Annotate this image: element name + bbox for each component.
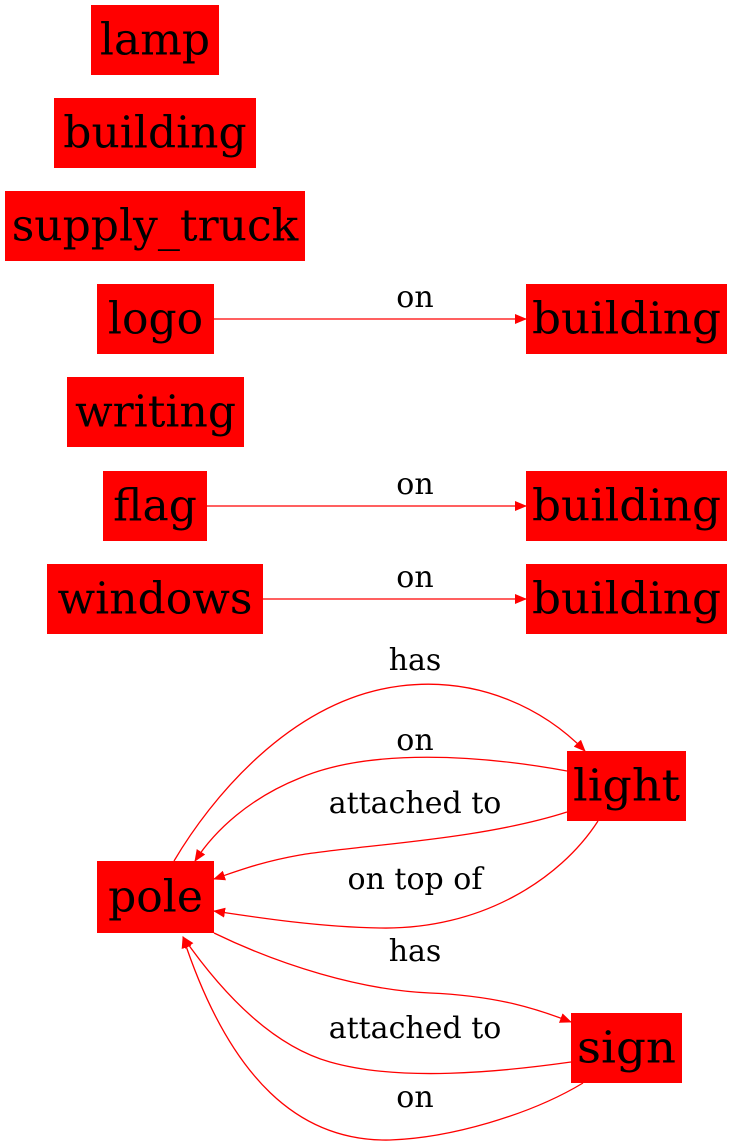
edge-light-pole: on (194, 723, 568, 862)
node-building3: building (526, 471, 727, 541)
node-box (571, 1013, 682, 1083)
node-building2: building (526, 284, 727, 354)
node-label: pole (108, 872, 203, 923)
edge-label: on (396, 723, 433, 758)
node-label: light (573, 761, 680, 812)
node-box (526, 284, 727, 354)
node-supply_truck: supply_truck (5, 191, 305, 261)
edge-label: on (396, 280, 433, 315)
edge-line (213, 932, 572, 1023)
edge-line (213, 820, 599, 929)
node-label: sign (577, 1023, 676, 1074)
node-box (97, 284, 214, 354)
node-label: building (532, 294, 721, 345)
edge-label: on (396, 560, 433, 595)
node-label: building (532, 574, 721, 625)
node-box (5, 191, 305, 261)
node-building1: building (54, 98, 256, 168)
edge-label: on top of (348, 862, 485, 897)
node-label: supply_truck (12, 201, 299, 252)
edge-sign-pole: attached to (182, 936, 572, 1075)
node-sign: sign (571, 1013, 682, 1083)
edge-sign-pole: on (181, 936, 584, 1141)
edge-line (173, 683, 586, 862)
node-box (526, 564, 727, 634)
node-pole: pole (97, 861, 214, 933)
edge-line (194, 756, 568, 862)
edge-line (182, 936, 572, 1075)
edge-flag-building3: on (207, 467, 527, 511)
node-label: writing (75, 387, 236, 438)
node-label: building (63, 108, 246, 159)
edge-label: has (389, 643, 442, 678)
node-label: flag (113, 481, 197, 532)
edge-line (213, 811, 568, 881)
edge-light-pole: on top of (213, 820, 599, 929)
node-label: windows (58, 574, 253, 625)
edge-light-pole: attached to (213, 786, 568, 881)
edge-pole-sign: has (213, 932, 572, 1023)
node-writing: writing (67, 377, 244, 447)
node-label: lamp (100, 15, 210, 66)
edge-pole-light: has (173, 643, 586, 862)
node-logo: logo (97, 284, 214, 354)
edge-label: attached to (329, 1011, 502, 1046)
edge-label: on (396, 1080, 433, 1115)
node-box (47, 564, 263, 634)
node-box (97, 861, 214, 933)
node-box (567, 751, 686, 821)
edge-line (181, 936, 584, 1141)
node-windows: windows (47, 564, 263, 634)
edge-windows-building4: on (263, 560, 527, 604)
node-box (54, 98, 256, 168)
edge-label: has (389, 934, 442, 969)
edges-layer: on on on has on attached to on top of has attach… (173, 280, 599, 1141)
node-box (526, 471, 727, 541)
node-box (103, 471, 207, 541)
node-lamp: lamp (91, 5, 219, 75)
node-flag: flag (103, 471, 207, 541)
node-box (67, 377, 244, 447)
edge-label: on (396, 467, 433, 502)
node-light: light (567, 751, 686, 821)
node-box (91, 5, 219, 75)
node-label: building (532, 481, 721, 532)
node-label: logo (108, 294, 203, 345)
node-building4: building (526, 564, 727, 634)
edge-label: attached to (329, 786, 502, 821)
edge-logo-building2: on (214, 280, 527, 324)
